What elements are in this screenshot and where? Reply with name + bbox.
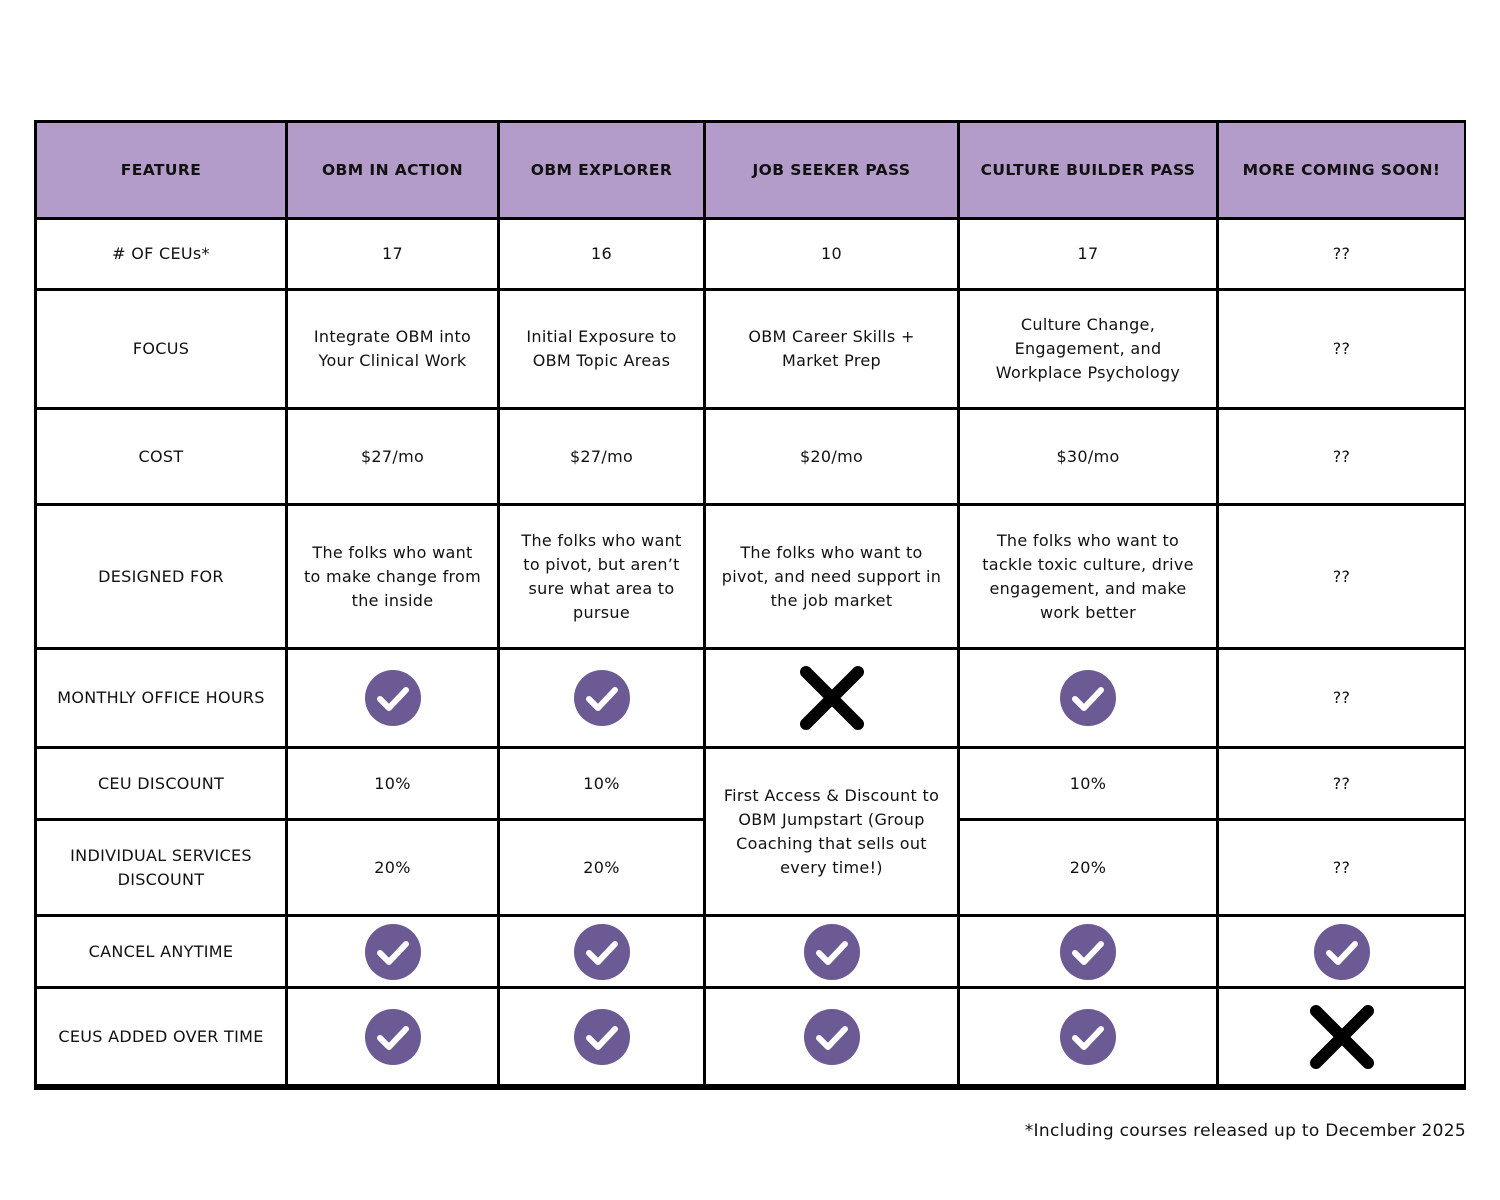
row-label-ceus: # OF CEUs* bbox=[37, 220, 285, 288]
ceus-culture-builder: 17 bbox=[960, 220, 1216, 288]
ceus-obm-explorer: 16 bbox=[500, 220, 703, 288]
x-icon bbox=[799, 666, 864, 730]
office-hours-more: ?? bbox=[1219, 650, 1464, 746]
ceu-discount-obm-explorer: 10% bbox=[500, 749, 703, 818]
check-icon bbox=[803, 1008, 860, 1065]
individual-discount-obm-in-action: 20% bbox=[288, 821, 497, 914]
cancel-anytime-culture-builder bbox=[960, 917, 1216, 986]
row-label-cost: COST bbox=[37, 410, 285, 503]
ceus-added-more bbox=[1219, 989, 1464, 1084]
ceus-added-culture-builder bbox=[960, 989, 1216, 1084]
focus-more: ?? bbox=[1219, 291, 1464, 407]
x-icon bbox=[1309, 1004, 1374, 1069]
row-label-ceu-discount: CEU DISCOUNT bbox=[37, 749, 285, 818]
designed-for-culture-builder: The folks who want to tackle toxic cultu… bbox=[960, 506, 1216, 647]
ceus-job-seeker: 10 bbox=[706, 220, 957, 288]
designed-for-more: ?? bbox=[1219, 506, 1464, 647]
cost-job-seeker: $20/mo bbox=[706, 410, 957, 503]
office-hours-obm-explorer bbox=[500, 650, 703, 746]
focus-job-seeker: OBM Career Skills + Market Prep bbox=[706, 291, 957, 407]
office-hours-culture-builder bbox=[960, 650, 1216, 746]
focus-obm-in-action: Integrate OBM into Your Clinical Work bbox=[288, 291, 497, 407]
header-more-coming-soon: MORE COMING SOON! bbox=[1219, 123, 1464, 217]
cancel-anytime-more bbox=[1219, 917, 1464, 986]
check-icon bbox=[803, 923, 860, 980]
designed-for-obm-explorer: The folks who want to pivot, but aren’t … bbox=[500, 506, 703, 647]
cost-culture-builder: $30/mo bbox=[960, 410, 1216, 503]
check-icon bbox=[573, 923, 630, 980]
check-icon bbox=[364, 670, 421, 726]
office-hours-job-seeker bbox=[706, 650, 957, 746]
row-label-cancel-anytime: CANCEL ANYTIME bbox=[37, 917, 285, 986]
ceu-discount-more: ?? bbox=[1219, 749, 1464, 818]
check-icon bbox=[1060, 1008, 1116, 1065]
cost-obm-in-action: $27/mo bbox=[288, 410, 497, 503]
row-label-individual-discount: INDIVIDUAL SERVICES DISCOUNT bbox=[37, 821, 285, 914]
row-label-designed-for: DESIGNED FOR bbox=[37, 506, 285, 647]
footnote: *Including courses released up to Decemb… bbox=[1024, 1121, 1466, 1141]
cost-more: ?? bbox=[1219, 410, 1464, 503]
office-hours-obm-in-action bbox=[288, 650, 497, 746]
ceus-added-obm-explorer bbox=[500, 989, 703, 1084]
header-culture-builder-pass: CULTURE BUILDER PASS bbox=[960, 123, 1216, 217]
ceus-more: ?? bbox=[1219, 220, 1464, 288]
header-feature: FEATURE bbox=[37, 123, 285, 217]
header-obm-explorer: OBM EXPLORER bbox=[500, 123, 703, 217]
row-label-office-hours: MONTHLY OFFICE HOURS bbox=[37, 650, 285, 746]
cancel-anytime-job-seeker bbox=[706, 917, 957, 986]
ceus-added-obm-in-action bbox=[288, 989, 497, 1084]
check-icon bbox=[573, 670, 630, 726]
ceu-discount-obm-in-action: 10% bbox=[288, 749, 497, 818]
individual-discount-culture-builder: 20% bbox=[960, 821, 1216, 914]
cancel-anytime-obm-explorer bbox=[500, 917, 703, 986]
check-icon bbox=[1060, 670, 1116, 726]
comparison-table: FEATURE OBM IN ACTION OBM EXPLORER JOB S… bbox=[34, 120, 1466, 1090]
focus-culture-builder: Culture Change, Engagement, and Workplac… bbox=[960, 291, 1216, 407]
individual-discount-obm-explorer: 20% bbox=[500, 821, 703, 914]
cost-obm-explorer: $27/mo bbox=[500, 410, 703, 503]
check-icon bbox=[364, 1008, 421, 1065]
header-obm-in-action: OBM IN ACTION bbox=[288, 123, 497, 217]
focus-obm-explorer: Initial Exposure to OBM Topic Areas bbox=[500, 291, 703, 407]
job-seeker-jumpstart-discount: First Access & Discount to OBM Jumpstart… bbox=[706, 749, 957, 914]
individual-discount-more: ?? bbox=[1219, 821, 1464, 914]
row-label-ceus-added: CEUS ADDED OVER TIME bbox=[37, 989, 285, 1084]
ceu-discount-culture-builder: 10% bbox=[960, 749, 1216, 818]
row-label-focus: FOCUS bbox=[37, 291, 285, 407]
header-job-seeker-pass: JOB SEEKER PASS bbox=[706, 123, 957, 217]
ceus-obm-in-action: 17 bbox=[288, 220, 497, 288]
ceus-added-job-seeker bbox=[706, 989, 957, 1084]
check-icon bbox=[1060, 923, 1116, 980]
designed-for-job-seeker: The folks who want to pivot, and need su… bbox=[706, 506, 957, 647]
check-icon bbox=[573, 1008, 630, 1065]
cancel-anytime-obm-in-action bbox=[288, 917, 497, 986]
designed-for-obm-in-action: The folks who want to make change from t… bbox=[288, 506, 497, 647]
check-icon bbox=[1313, 923, 1370, 980]
check-icon bbox=[364, 923, 421, 980]
